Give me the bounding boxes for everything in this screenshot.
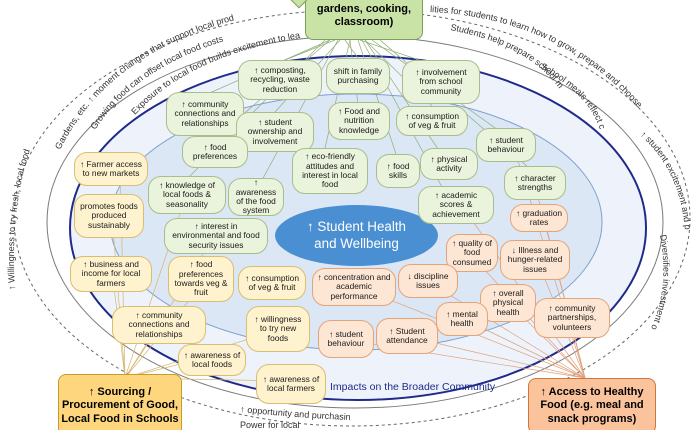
node-quality-food: ↑ quality of food consumed — [446, 234, 498, 272]
sourcing-box: ↑ Sourcing / Procurement of Good, Local … — [58, 374, 182, 430]
node-community-partnerships: ↑ community partnerships, volunteers — [534, 298, 610, 338]
access-box: ↑ Access to Healthy Food (e.g. meal and … — [528, 378, 656, 430]
node-character-strengths: ↑ character strengths — [504, 166, 566, 200]
node-food-security-interest: ↑ interest in environmental and food sec… — [164, 218, 268, 254]
node-business-income: ↑ business and income for local farmers — [70, 256, 152, 292]
node-school-involvement: ↑ involvement from school community — [402, 60, 480, 104]
node-student-attendance: ↑ Student attendance — [376, 318, 438, 354]
node-promotes-foods: promotes foods produced sustainably — [74, 194, 144, 238]
node-student-behaviour-bottom: ↑ student behaviour — [318, 320, 374, 358]
node-illness: ↓ Illness and hunger-related issues — [500, 240, 570, 280]
node-farmer-access: ↑ Farmer access to new markets — [74, 152, 148, 186]
node-academic-scores: ↑ academic scores & achievement — [418, 186, 494, 224]
node-food-nutrition: ↑ Food and nutrition knowledge — [328, 102, 390, 140]
node-consumption-vf-bottom: ↑ consumption of veg & fruit — [238, 266, 306, 300]
arc-text-willingness: ↑ Willingness to try fresh, local food — [6, 148, 32, 291]
top-box-label: gardens, cooking, classroom) — [316, 2, 412, 28]
arc-text-power: Power for local — [240, 420, 300, 430]
node-family-purchasing: shift in family purchasing — [326, 58, 390, 94]
node-concentration: ↑ concentration and academic performance — [312, 268, 396, 306]
node-overall-physical: ↑ overall physical health — [480, 284, 536, 322]
node-mental-health: ↑ mental health — [436, 302, 488, 336]
node-willingness-foods: ↑ willingness to try new foods — [246, 306, 310, 352]
node-awareness-local-foods: ↑ awareness of local foods — [178, 344, 246, 376]
node-graduation-rates: ↑ graduation rates — [510, 204, 568, 232]
node-food-preferences: ↑ food preferences — [182, 136, 248, 168]
node-student-behaviour-right: ↑ student behaviour — [476, 128, 536, 162]
access-box-label: ↑ Access to Healthy Food (e.g. meal and … — [540, 386, 644, 425]
node-consumption-vf-top: ↑ consumption of veg & fruit — [396, 106, 468, 136]
node-food-pref-towards: ↑ food preferences towards veg & fruit — [168, 256, 234, 302]
sourcing-box-label: ↑ Sourcing / Procurement of Good, Local … — [61, 386, 179, 425]
node-physical-activity: ↑ physical activity — [420, 148, 478, 180]
node-eco-friendly: ↑ eco-friendly attitudes and interest in… — [292, 148, 368, 194]
node-awareness-local-farmers: ↑ awareness of local farmers — [256, 364, 326, 404]
node-community-relationships-inner: ↑ community connections and relationship… — [166, 92, 244, 136]
node-ownership: ↑ student ownership and involvement — [236, 112, 314, 152]
center-line-2: and Wellbeing — [314, 235, 399, 251]
node-community-relationships-outer: ↑ community connections and relationship… — [112, 306, 206, 344]
node-local-knowledge: ↑ knowledge of local foods & seasonality — [148, 176, 226, 214]
node-awareness-food-system: ↑ awareness of the food system — [228, 178, 284, 216]
node-composting: ↑ composting, recycling, waste reduction — [238, 60, 322, 100]
top-box: gardens, cooking, classroom) — [305, 0, 423, 40]
center-line-1: ↑ Student Health — [306, 218, 406, 234]
broader-community-label: Impacts on the Broader Community — [330, 381, 496, 393]
node-food-skills: ↑ food skills — [376, 154, 420, 188]
student-health-center: ↑ Student Health and Wellbeing — [275, 205, 438, 266]
node-discipline: ↓ discipline issues — [398, 264, 458, 298]
